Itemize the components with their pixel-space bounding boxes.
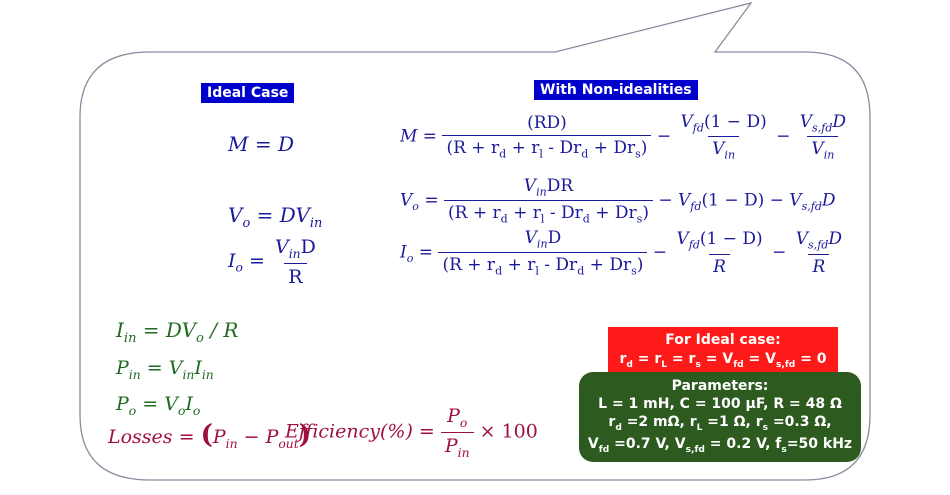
ideal-m-equation: M = D [228,132,294,156]
ideal-vo-equation: Vo = DVin [228,203,323,231]
ideal-case-conditions-box: For Ideal case: rd = rL = rs = Vfd = Vs,… [608,327,838,375]
ideal-case-label: Ideal Case [201,83,295,103]
losses-equation: Losses = (Pin − Pout) [108,420,312,451]
ideal-case-conditions: rd = rL = rs = Vfd = Vs,fd = 0 [619,350,827,370]
nonideal-m-equation: M = (RD) (R + rd + rl - Drd + Drs) − Vfd… [400,112,847,162]
parameters-line-2: rd =2 mΩ, rL =1 Ω, rs =0.3 Ω, [608,414,832,434]
ideal-case-title: For Ideal case: [665,332,781,348]
parameters-line-3: Vfd =0.7 V, Vs,fd = 0.2 V, fs=50 kHz [587,435,853,455]
nonideal-vo-equation: Vo = VinDR (R + rd + rl - Drd + Drs) − V… [400,176,836,226]
iin-equation: Iin = DVo / R [116,318,239,346]
nonideal-io-equation: Io = VinD (R + rd + rl - Drd + Drs) − Vf… [400,228,842,278]
po-equation: Po = VoIo [116,393,201,418]
pin-equation: Pin = VinIin [116,357,214,382]
non-ideal-label: With Non-idealities [534,80,698,100]
parameters-line-1: L = 1 mH, C = 100 μF, R = 48 Ω [598,396,842,413]
parameters-title: Parameters: [671,378,769,394]
ideal-io-equation: Io = VinD R [228,236,316,288]
parameters-box: Parameters: L = 1 mH, C = 100 μF, R = 48… [579,372,861,462]
efficiency-equation: Efficiency(%) = Po Pin × 100 [285,405,538,460]
